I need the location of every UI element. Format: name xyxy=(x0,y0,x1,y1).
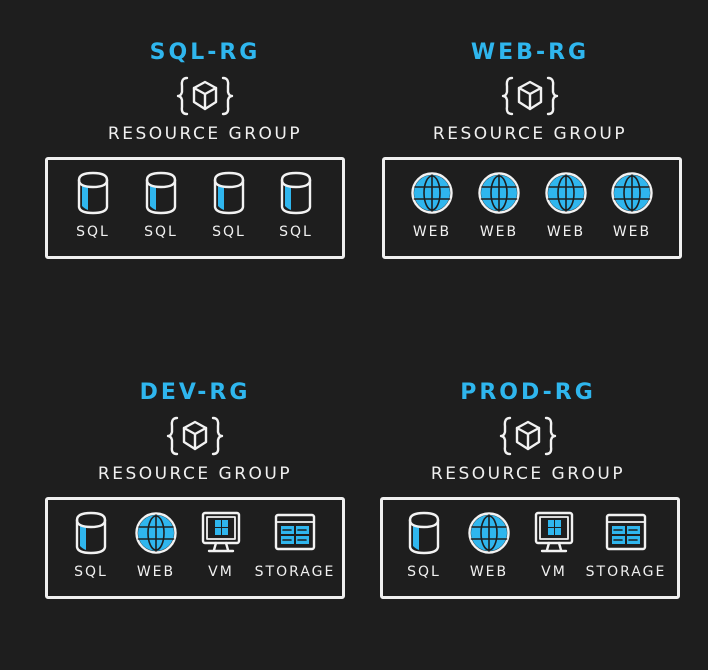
database-icon xyxy=(69,510,113,556)
globe-icon xyxy=(610,170,654,216)
resource-group-cube-icon xyxy=(166,414,224,458)
resource-label: SQL xyxy=(279,224,313,240)
resource-sql: SQL xyxy=(261,170,331,252)
resources-box: SQL WEB VM xyxy=(380,497,680,599)
resource-label: WEB xyxy=(136,564,176,580)
resource-label: WEB xyxy=(479,224,519,240)
storage-grid-icon xyxy=(273,510,317,556)
group-title: SQL-RG xyxy=(149,40,261,65)
resource-vm: VM xyxy=(186,510,256,592)
group-type-label: RESOURCE GROUP xyxy=(97,464,293,484)
globe-icon xyxy=(544,170,588,216)
resources-box: SQL WEB VM xyxy=(45,497,345,599)
resource-web: WEB xyxy=(397,170,467,252)
resource-label: WEB xyxy=(412,224,452,240)
resource-web: WEB xyxy=(121,510,191,592)
resources-box: WEB WEB WEB WEB xyxy=(382,157,682,259)
resource-label: VM xyxy=(541,564,567,580)
globe-icon xyxy=(134,510,178,556)
resource-group-cube-icon xyxy=(499,414,557,458)
resource-group-prod-rg: PROD-RG RESOURCE GROUP SQL WEB xyxy=(358,380,698,670)
resource-label: WEB xyxy=(546,224,586,240)
group-title: PROD-RG xyxy=(460,380,596,405)
resource-storage: STORAGE xyxy=(581,510,671,592)
globe-icon xyxy=(410,170,454,216)
database-icon xyxy=(207,170,251,216)
resource-label: STORAGE xyxy=(585,564,667,580)
group-type-label: RESOURCE GROUP xyxy=(430,464,626,484)
storage-grid-icon xyxy=(604,510,648,556)
database-icon xyxy=(274,170,318,216)
resource-label: WEB xyxy=(612,224,652,240)
resource-label: SQL xyxy=(144,224,178,240)
resource-label: VM xyxy=(208,564,234,580)
group-type-label: RESOURCE GROUP xyxy=(432,124,628,144)
group-title: DEV-RG xyxy=(139,380,251,405)
database-icon xyxy=(139,170,183,216)
resource-label: SQL xyxy=(74,564,108,580)
resource-web: WEB xyxy=(464,170,534,252)
resource-group-sql-rg: SQL-RG RESOURCE GROUP SQL SQL xyxy=(35,40,375,330)
group-title: WEB-RG xyxy=(470,40,590,65)
resource-web: WEB xyxy=(531,170,601,252)
resource-web: WEB xyxy=(454,510,524,592)
resource-sql: SQL xyxy=(56,510,126,592)
resource-sql: SQL xyxy=(126,170,196,252)
resource-label: SQL xyxy=(212,224,246,240)
resource-group-web-rg: WEB-RG RESOURCE GROUP WEB WEB xyxy=(360,40,700,330)
virtual-machine-monitor-icon xyxy=(199,510,243,556)
resource-sql: SQL xyxy=(58,170,128,252)
resource-label: SQL xyxy=(407,564,441,580)
database-icon xyxy=(402,510,446,556)
resource-sql: SQL xyxy=(389,510,459,592)
virtual-machine-monitor-icon xyxy=(532,510,576,556)
resource-label: STORAGE xyxy=(254,564,336,580)
globe-icon xyxy=(467,510,511,556)
resources-box: SQL SQL SQL SQL xyxy=(45,157,345,259)
resource-vm: VM xyxy=(519,510,589,592)
globe-icon xyxy=(477,170,521,216)
database-icon xyxy=(71,170,115,216)
group-type-label: RESOURCE GROUP xyxy=(107,124,303,144)
resource-group-cube-icon xyxy=(176,74,234,118)
resource-web: WEB xyxy=(597,170,667,252)
resource-sql: SQL xyxy=(194,170,264,252)
resource-group-dev-rg: DEV-RG RESOURCE GROUP SQL WEB xyxy=(25,380,365,670)
resource-storage: STORAGE xyxy=(250,510,340,592)
resource-label: SQL xyxy=(76,224,110,240)
resource-label: WEB xyxy=(469,564,509,580)
resource-groups-diagram: SQL-RG RESOURCE GROUP SQL SQL xyxy=(35,40,700,599)
resource-group-cube-icon xyxy=(501,74,559,118)
